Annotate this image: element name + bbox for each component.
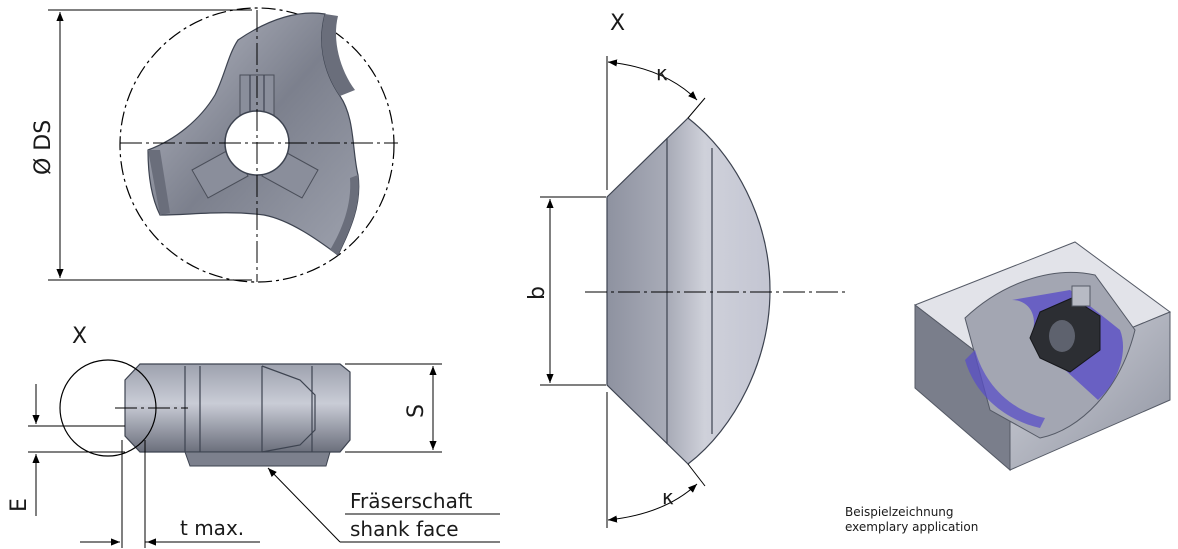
- callout-en-label: shank face: [350, 517, 459, 541]
- insert-body-side: [124, 363, 351, 453]
- dim-t-label: t max.: [180, 516, 244, 540]
- dim-e-label: E: [7, 498, 32, 512]
- note-en-label: exemplary application: [845, 520, 978, 534]
- top-view: Ø DS: [31, 7, 398, 283]
- view-marker-side: X: [72, 324, 87, 349]
- detail-profile: [606, 117, 771, 465]
- note-de-label: Beispielzeichnung: [845, 505, 954, 519]
- detail-view: X κ κ b: [525, 11, 845, 528]
- side-view: X S E t max. Fräserschaft shank face: [7, 324, 500, 548]
- nut-hole: [1049, 320, 1075, 352]
- diameter-label: Ø DS: [31, 120, 56, 175]
- lobe-face-right: [321, 14, 355, 96]
- angle-top-label: κ: [656, 61, 668, 85]
- outer-diameter-circle: [119, 7, 395, 283]
- groove-coating-lower: [965, 350, 1045, 428]
- dim-b-label: b: [525, 286, 550, 300]
- insert-foot: [184, 451, 331, 467]
- lobe-face-left: [148, 150, 170, 215]
- bolt-stub: [1071, 285, 1091, 307]
- dim-s-label: S: [404, 404, 429, 418]
- lobe-face-bottom: [330, 175, 359, 255]
- application-view: Beispielzeichnung exemplary application: [845, 241, 1172, 534]
- callout-de-label: Fräserschaft: [350, 489, 473, 513]
- view-marker-detail: X: [610, 11, 625, 36]
- angle-bottom-label: κ: [662, 485, 674, 509]
